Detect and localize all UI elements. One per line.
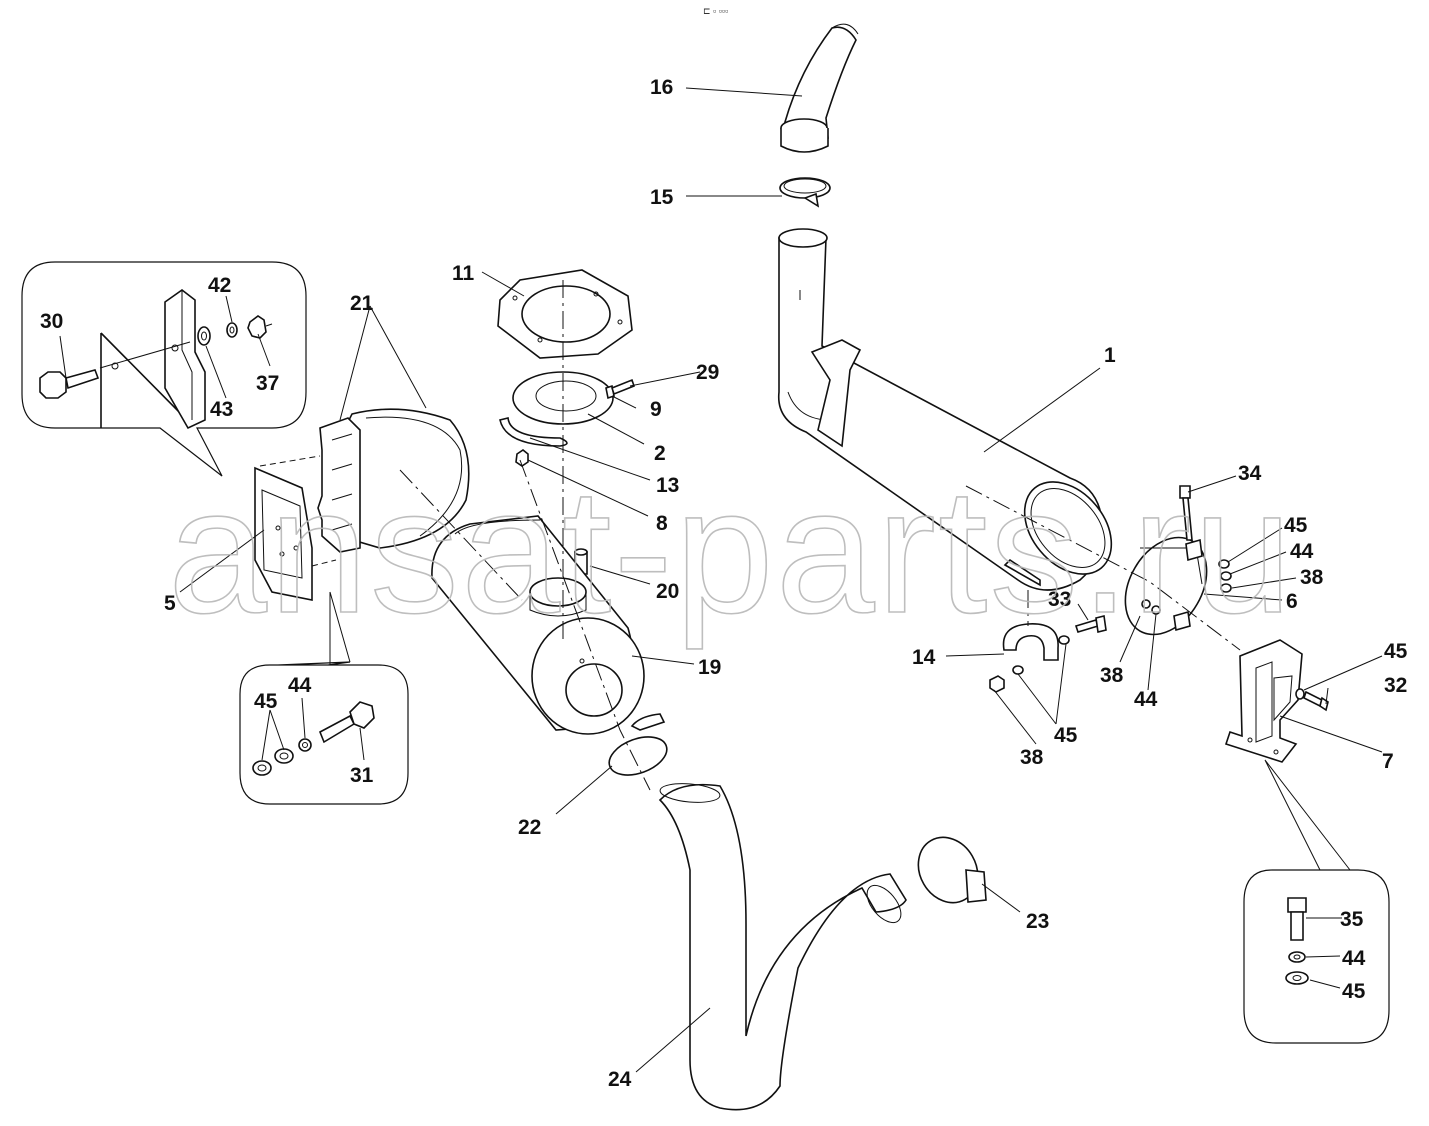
callout-43: 43 xyxy=(210,398,233,421)
part-15-clamp xyxy=(779,177,831,208)
part-13-half-ring xyxy=(499,416,568,447)
callout-32: 32 xyxy=(1384,674,1407,697)
part-21-band-bracket xyxy=(317,408,470,553)
callout-31: 31 xyxy=(350,764,374,787)
part-34-long-bolt xyxy=(1179,485,1193,541)
part-5-plate-bracket xyxy=(254,466,313,601)
callout-34: 34 xyxy=(1238,462,1262,485)
callout-45-bracket: 45 xyxy=(1384,640,1408,663)
callout-13: 13 xyxy=(656,474,679,497)
callout-38-right: 38 xyxy=(1300,566,1324,589)
callout-21: 21 xyxy=(350,292,374,315)
header-marker: ⊏ ▫ ▫▫▫ xyxy=(703,6,728,16)
callout-45-right-a: 45 xyxy=(1284,514,1308,537)
callout-8: 8 xyxy=(656,512,668,535)
part-24-intake-hose xyxy=(658,783,907,1111)
callout-45-inset: 45 xyxy=(1342,980,1366,1003)
callout-labels: 16 15 11 29 9 2 13 8 20 19 22 23 24 1 34… xyxy=(40,76,1408,1091)
part-16-upper-pipe xyxy=(780,23,859,153)
inset-bolt-detail-bottom-left xyxy=(239,591,409,805)
callout-38-ring: 38 xyxy=(1100,664,1124,687)
callout-1: 1 xyxy=(1104,344,1116,367)
callout-44-ring: 44 xyxy=(1134,688,1158,711)
callout-20: 20 xyxy=(656,580,679,603)
inset-bolt-detail-bottom-right xyxy=(1243,759,1390,1044)
callout-9: 9 xyxy=(650,398,662,421)
callout-7: 7 xyxy=(1382,750,1394,773)
part-14-clamp xyxy=(989,615,1107,693)
callout-11: 11 xyxy=(452,262,475,285)
callout-30: 30 xyxy=(40,310,63,333)
callout-44-inset-left: 44 xyxy=(288,674,312,697)
part-8-fitting xyxy=(515,449,529,467)
inset-bolt-detail-top-left xyxy=(21,261,307,477)
callout-5: 5 xyxy=(164,592,176,615)
callout-37: 37 xyxy=(256,372,279,395)
watermark: ansat-parts.ru xyxy=(168,451,1294,650)
callout-45-inset-left: 45 xyxy=(254,690,278,713)
callout-44-right-a: 44 xyxy=(1290,540,1314,563)
part-11-flange-plate xyxy=(497,269,633,359)
part-29-screw xyxy=(605,378,635,400)
part-7-support-bracket xyxy=(1224,639,1329,763)
callout-19: 19 xyxy=(698,656,721,679)
callout-45-clamp: 45 xyxy=(1054,724,1078,747)
part-23-clamp xyxy=(917,836,987,904)
callout-22: 22 xyxy=(518,816,541,839)
part-6-mount-ring xyxy=(1124,536,1208,636)
callout-38-clamp: 38 xyxy=(1020,746,1044,769)
callout-44-inset: 44 xyxy=(1342,947,1366,970)
callout-6: 6 xyxy=(1286,590,1298,613)
callout-15: 15 xyxy=(650,186,674,209)
callout-23: 23 xyxy=(1026,910,1049,933)
callout-24: 24 xyxy=(608,1068,632,1091)
callout-14: 14 xyxy=(912,646,936,669)
assembly-axis-lines xyxy=(259,280,1241,791)
leader-lines xyxy=(59,87,1383,1073)
callout-2: 2 xyxy=(654,442,666,465)
part-22-clamp xyxy=(608,713,668,776)
washer-stack-right xyxy=(1218,559,1232,593)
callout-35: 35 xyxy=(1340,908,1364,931)
part-19-air-cleaner xyxy=(431,515,645,735)
callout-42: 42 xyxy=(208,274,231,297)
callout-33: 33 xyxy=(1048,588,1071,611)
callout-29: 29 xyxy=(696,361,719,384)
callout-16: 16 xyxy=(650,76,673,99)
